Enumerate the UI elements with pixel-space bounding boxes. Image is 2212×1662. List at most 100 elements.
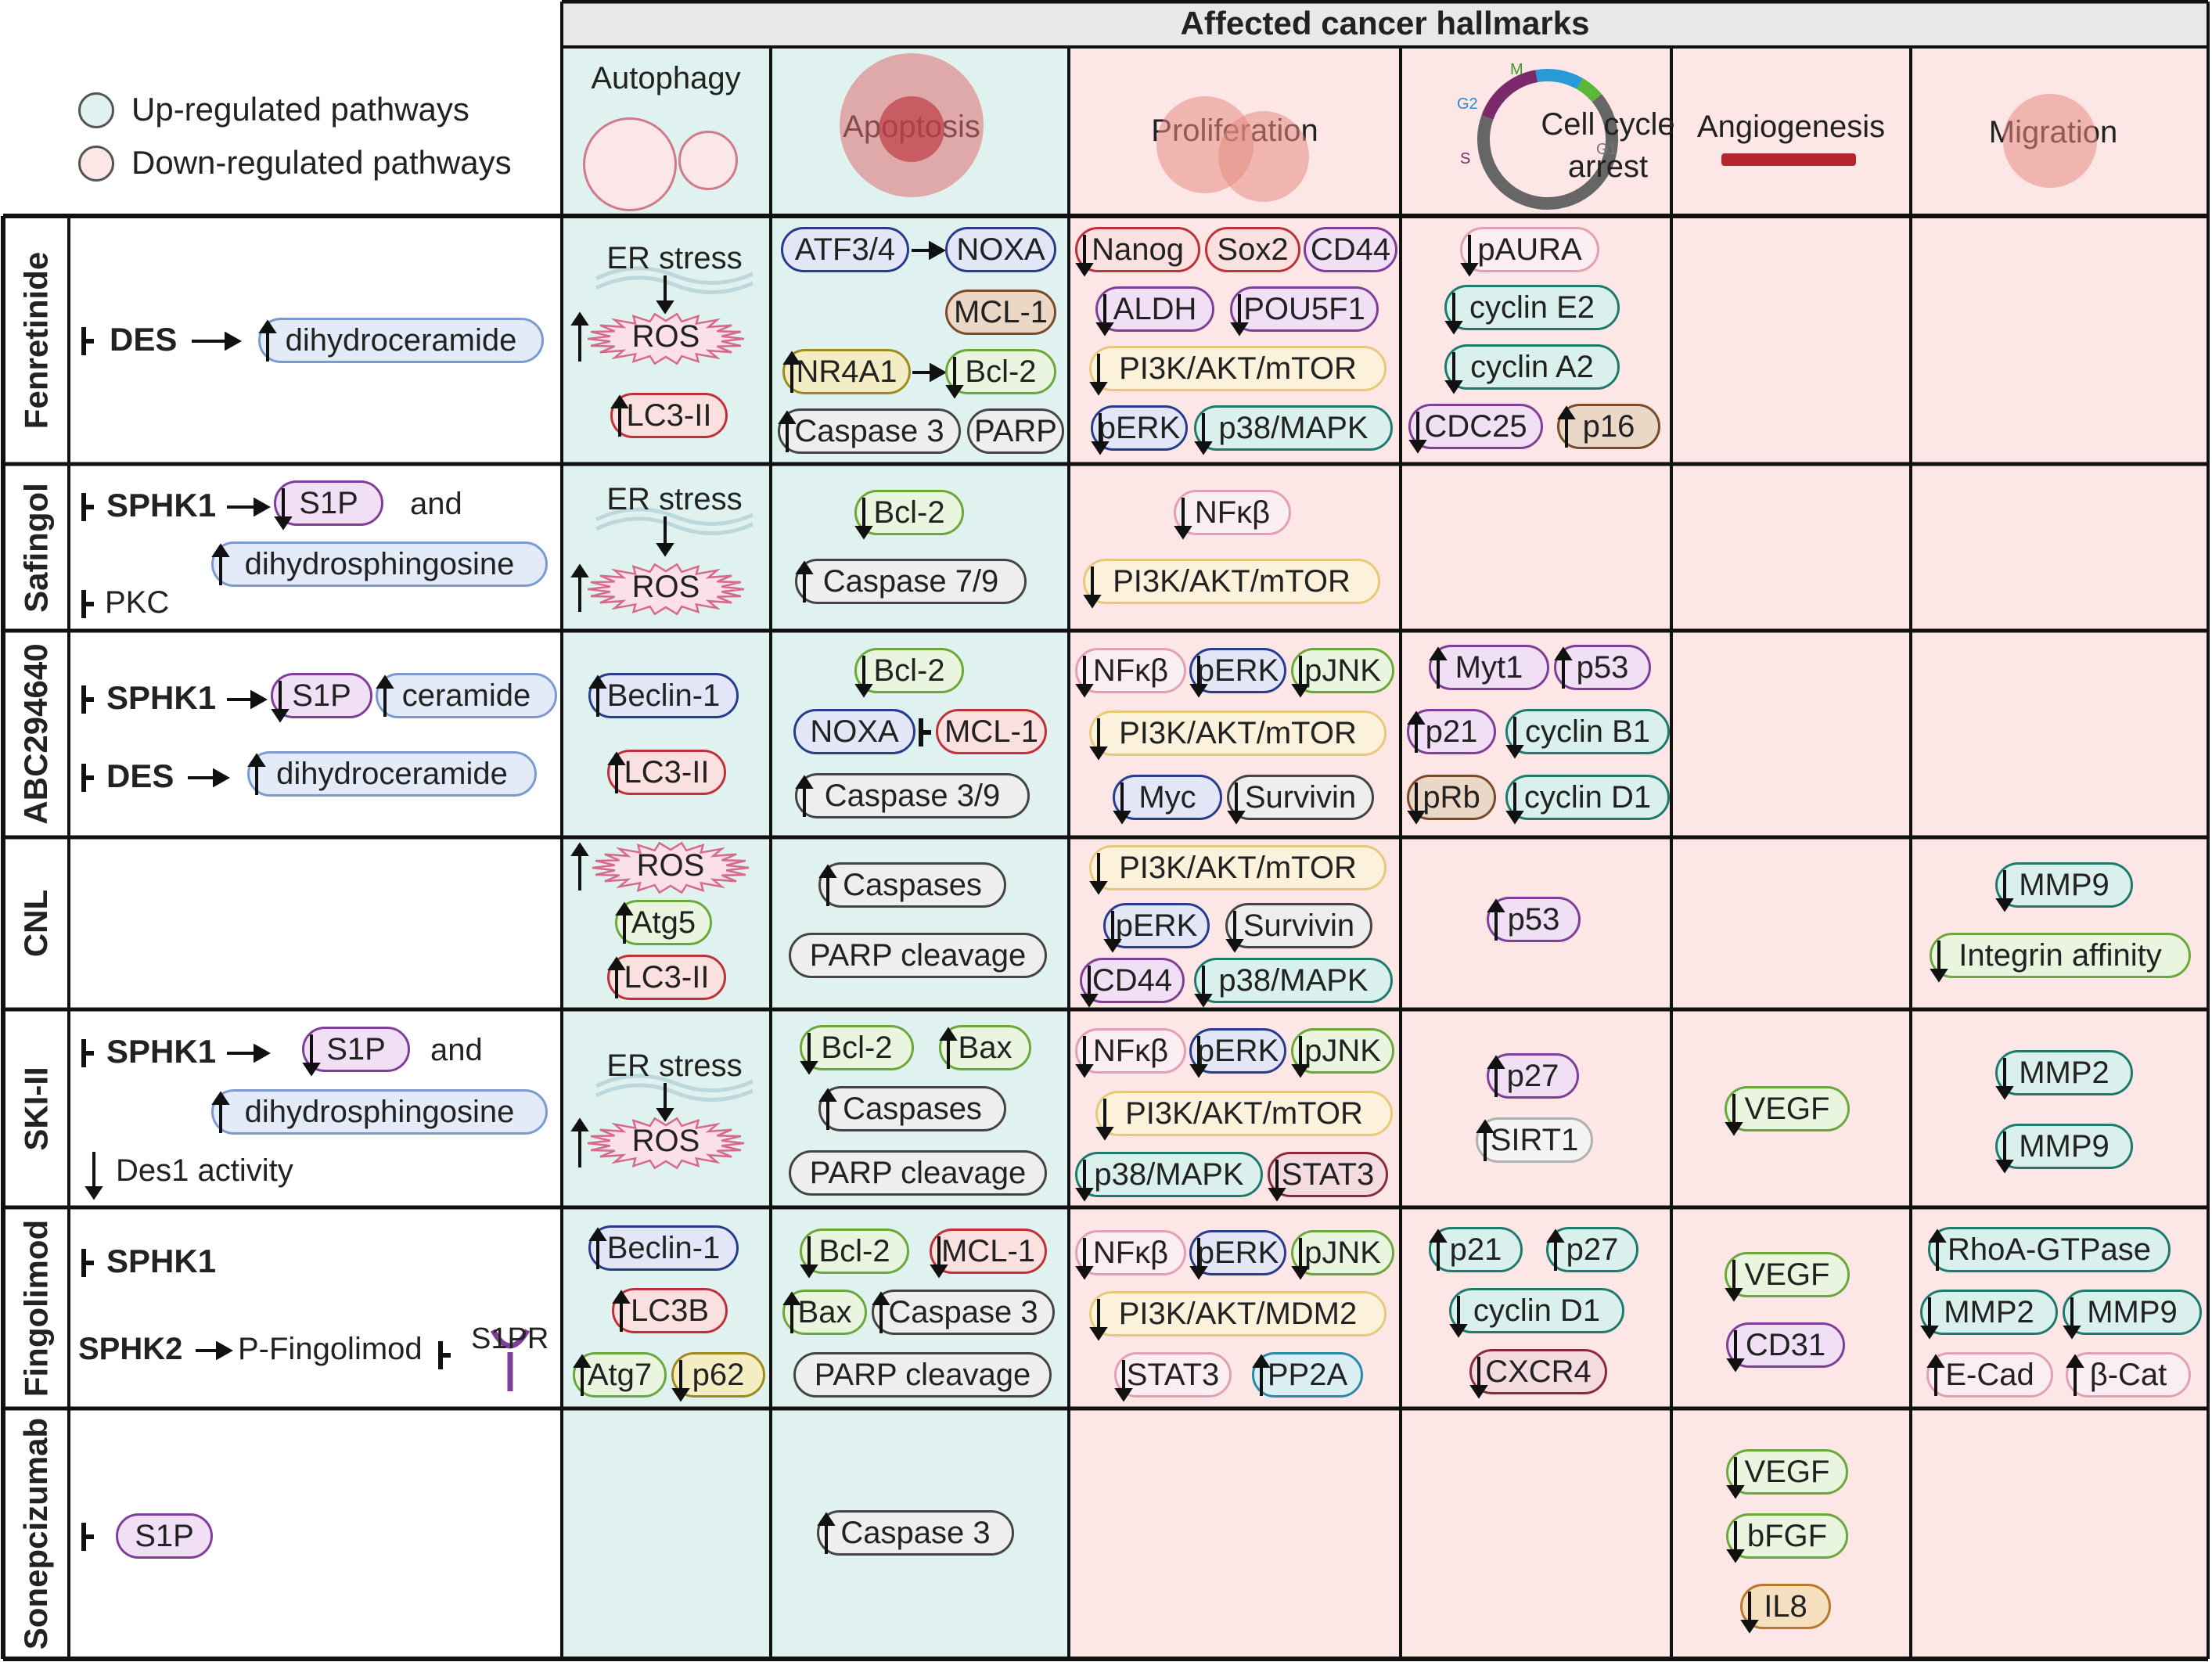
cell-cycle-ring-icon [1477,69,1618,210]
right-arrow-icon [227,498,271,516]
right-arrow-icon [196,1341,233,1360]
up-arrow-icon [573,1354,592,1396]
up-arrow-icon [211,1091,230,1133]
marker-pill: STAT3 [1114,1352,1232,1398]
down-arrow-icon [1083,567,1102,609]
inhibit-icon-bar [81,339,94,344]
marker-pill: LC3-II [607,750,726,795]
marker-pill: p21 [1429,1227,1523,1272]
down-arrow-icon [1194,413,1213,455]
marker-pill: Nanog [1075,227,1200,272]
marker-pill: Beclin-1 [588,1225,739,1271]
marker-pill: Bax [782,1290,867,1335]
up-arrow-icon [1429,646,1448,689]
down-arrow-icon [1075,656,1094,698]
down-arrow-icon [1095,1099,1114,1141]
marker-pill: MMP9 [2063,1290,2202,1335]
er-stress-label: ER stress [606,1049,743,1083]
down-arrow-icon [1095,294,1114,336]
marker-pill: NFκβ [1174,490,1291,535]
marker-pill: pERK [1103,903,1210,948]
marker-pill: Caspases [818,862,1006,908]
marker-pill: PI3K/AKT/mTOR [1095,1091,1393,1136]
down-arrow-icon [854,656,873,698]
down-arrow-icon [1995,870,2014,912]
down-arrow-icon [1726,1457,1745,1499]
down-arrow-icon [1075,1036,1094,1078]
down-arrow-icon [1114,1360,1133,1402]
down-arrow-icon [1174,498,1192,540]
down-arrow-icon [800,1033,818,1075]
down-arrow-icon [656,1083,674,1122]
marker-pill: S1P [302,1027,410,1072]
marker-pill: S1P [274,480,383,526]
up-arrow-icon [795,775,814,817]
down-arrow-icon [1725,1094,1743,1136]
up-arrow-icon [607,956,626,998]
row-label-fenretinide: Fenretinide [17,251,54,429]
mech-target: DES [110,321,178,358]
down-arrow-icon [1995,1131,2014,1174]
autophagosome-icon [583,117,677,211]
down-arrow-icon [800,1236,818,1279]
down-arrow-icon [1230,294,1249,336]
inhibit-icon-bar [81,1261,94,1265]
marker-pill: p53 [1554,645,1651,690]
marker-pill: CD31 [1726,1322,1845,1368]
marker-pill: Caspase 3 [778,408,961,454]
marker-pill: Bcl-2 [945,349,1056,394]
marker-pill: MCL-1 [936,709,1047,754]
marker-pill: NR4A1 [782,349,911,394]
up-arrow-icon [211,543,230,585]
marker-pill: MMP2 [1995,1050,2133,1095]
mech-des1: Des1 activity [116,1153,293,1188]
marker-pill: VEGF [1725,1252,1850,1297]
marker-pill: S1P [271,673,372,718]
row-label-fingolimod: Fingolimod [17,1219,54,1397]
up-arrow-icon [607,751,626,793]
marker-pill: p38/MAPK [1075,1152,1263,1197]
ros-burst-icon [592,841,750,894]
down-arrow-icon [1075,1160,1094,1202]
down-arrow-icon [1460,235,1479,277]
marker-pill: PI3K/AKT/mTOR [1089,845,1387,890]
inhibit-icon-bar [81,602,94,606]
marker-pill: SIRT1 [1476,1117,1593,1163]
title-band [562,2,2208,47]
er-membrane-icon [595,266,754,294]
marker-pill: NFκβ [1075,648,1186,693]
ros-label: ROS [631,570,700,604]
col-cellcycle: Cell cycle arrest [1541,107,1675,184]
ros-label: ROS [636,848,705,883]
marker-pill: PARP cleavage [789,1150,1047,1196]
marker-pill: STAT3 [1268,1152,1388,1197]
down-arrow-icon [1227,782,1246,825]
marker-pill: Bax [939,1025,1031,1070]
marker-pill: dihydrosphingosine [211,541,548,587]
marker-pill: PI3K/AKT/MDM2 [1089,1291,1387,1336]
up-arrow-icon [1487,898,1505,941]
marker-pill: ATF3/4 [781,227,909,272]
down-arrow-icon [1930,941,1948,983]
marker-pill: cyclin A2 [1444,344,1620,390]
down-arrow-icon [1444,293,1463,335]
down-arrow-icon [1444,352,1463,394]
up-arrow-icon [1487,1055,1505,1097]
marker-pill: ALDH [1095,286,1214,332]
ros-burst-icon [587,563,745,616]
up-arrow-icon [818,1088,837,1130]
down-arrow-icon [1091,413,1110,455]
apoptotic-nucleus-icon [879,96,944,162]
mech-pkc: PKC [105,585,170,620]
marker-pill: Myc [1113,775,1222,820]
marker-pill: p27 [1546,1227,1638,1272]
marker-pill: pAURA [1460,227,1599,272]
marker-pill: Caspase 3/9 [795,773,1030,818]
legend-down-swatch [78,146,114,182]
down-arrow-icon [1291,1036,1310,1078]
up-arrow-icon [1429,1229,1448,1271]
up-arrow-icon [615,901,634,944]
marker-pill: CD44 [1080,958,1185,1003]
phase-g2: G2 [1457,95,1478,113]
